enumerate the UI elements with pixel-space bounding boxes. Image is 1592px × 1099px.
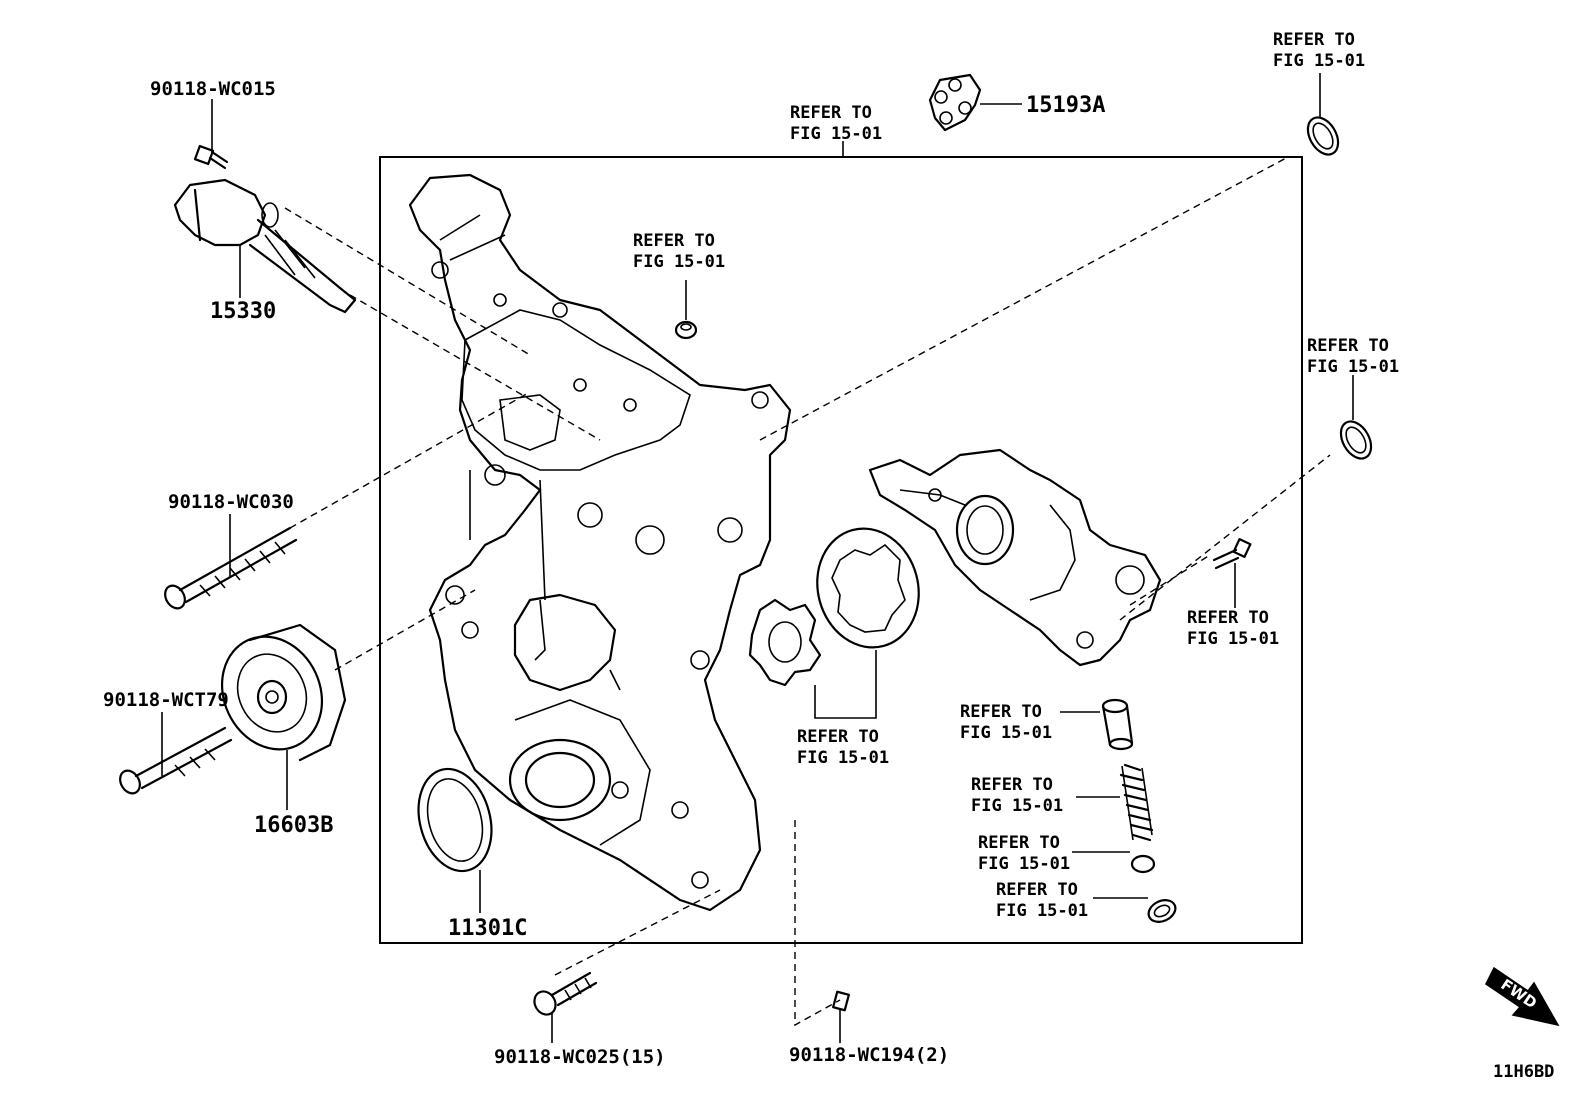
callout-rotors: REFER TO FIG 15-01 [797, 727, 889, 768]
relief-valve [1101, 698, 1134, 751]
dowel-pin [832, 990, 850, 1012]
label-idler-bolt: 90118-WCT79 [103, 689, 229, 711]
callout-right-oring: REFER TO FIG 15-01 [1307, 336, 1399, 377]
o-ring-right [1339, 420, 1373, 460]
label-gasket-15193a: 15193A [1026, 93, 1105, 118]
assembly-frame [379, 156, 1303, 944]
fwd-arrow: FWD [1485, 966, 1560, 1027]
o-ring-top [1306, 116, 1340, 156]
callout-plug: REFER TO FIG 15-01 [996, 880, 1088, 921]
label-ocv-bolt: 90118-WC015 [150, 78, 276, 100]
label-front-seal: 11301C [448, 916, 527, 941]
timing-chain-cover [408, 173, 792, 912]
inner-rotor [748, 598, 822, 687]
gasket-15193a [928, 73, 982, 132]
label-long-bolt: 90118-WC030 [168, 491, 294, 513]
diagram-code: 11H6BD [1493, 1062, 1554, 1082]
callout-valve: REFER TO FIG 15-01 [960, 702, 1052, 743]
leader-lines [161, 73, 1354, 1043]
cover-bolt [533, 971, 598, 1016]
outer-rotor [816, 527, 920, 649]
label-oil-control-valve: 15330 [210, 299, 276, 324]
callout-right-bolt: REFER TO FIG 15-01 [1187, 608, 1279, 649]
idler-bolt [119, 726, 233, 795]
callout-top-center: REFER TO FIG 15-01 [790, 103, 882, 144]
relief-spring [1119, 763, 1154, 842]
pump-bolt [1212, 538, 1252, 570]
label-idler-pulley: 16603B [254, 813, 333, 838]
callout-top-right: REFER TO FIG 15-01 [1273, 30, 1365, 71]
relief-plug [1147, 899, 1177, 923]
long-bolt [164, 526, 298, 610]
callout-spring: REFER TO FIG 15-01 [971, 775, 1063, 816]
callout-washer: REFER TO FIG 15-01 [978, 833, 1070, 874]
front-seal [417, 767, 493, 873]
relief-washer [1130, 854, 1156, 874]
alignment-lines [284, 156, 1331, 1027]
oil-control-valve [173, 178, 357, 314]
label-dowel-pin: 90118-WC194(2) [789, 1044, 949, 1066]
callout-seal-center: REFER TO FIG 15-01 [633, 231, 725, 272]
label-cover-bolt: 90118-WC025(15) [494, 1046, 666, 1068]
ocv-bolt [193, 144, 229, 170]
idler-pulley [220, 623, 347, 762]
small-seal [674, 320, 698, 340]
oil-pump-body [868, 448, 1162, 667]
